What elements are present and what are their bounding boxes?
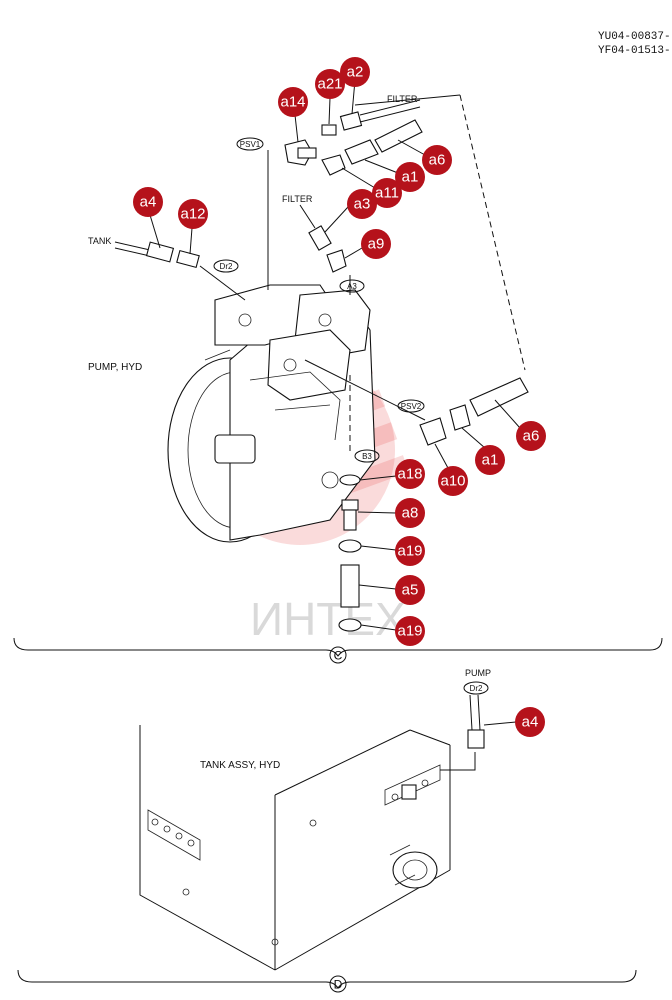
fitting-a2 [339, 99, 421, 131]
badge-a2: a2 [340, 57, 370, 115]
svg-text:a9: a9 [368, 236, 385, 253]
badge-a4-bottom: a4 [483, 707, 545, 737]
label-tank: TANK [88, 236, 111, 246]
clamp-a19-bottom [338, 618, 362, 632]
pump-body [167, 284, 376, 543]
badge-a6-right: a6 [494, 399, 546, 451]
fitting-a12 [176, 249, 200, 269]
svg-text:a12: a12 [180, 206, 205, 223]
section-c-marker [329, 646, 347, 664]
watermark-text: ИНТЕХ [250, 593, 406, 645]
svg-text:a11: a11 [375, 185, 399, 202]
pump-title: PUMP, HYD [88, 362, 142, 373]
badge-a11: a11 [341, 167, 402, 208]
badge-a19-bottom: a19 [360, 616, 425, 646]
hose-a5 [340, 564, 360, 608]
fitting-a11 [321, 154, 346, 176]
label-pump: PUMP [465, 668, 491, 678]
svg-text:a1: a1 [482, 452, 499, 469]
badge-a4-top: a4 [133, 187, 163, 249]
badge-a5: a5 [358, 575, 425, 605]
section-d-marker [329, 975, 347, 993]
dr2-tag [213, 259, 239, 273]
svg-text:a8: a8 [402, 505, 419, 522]
tank-title: TANK ASSY, HYD [200, 760, 280, 771]
psv2-leader [304, 359, 426, 421]
svg-text:a3: a3 [354, 196, 371, 213]
fitting-a14 [284, 139, 317, 166]
oring-a18 [339, 474, 361, 486]
ref-code-2: YF04-01513- [598, 45, 671, 57]
hose-a6-top [344, 119, 423, 165]
label-filter-top: FILTER [387, 94, 418, 104]
a3-tag [339, 279, 365, 293]
badge-a14: a14 [278, 87, 308, 143]
tank-body [139, 725, 451, 971]
fitting-a21 [321, 124, 337, 136]
ref-code-1: YU04-00837- [598, 31, 671, 43]
badge-a8: a8 [357, 498, 425, 528]
svg-text:a4: a4 [522, 714, 539, 731]
badge-a10: a10 [434, 443, 468, 496]
badge-a1-top: a1 [364, 159, 425, 192]
fitting-a10 [419, 417, 447, 446]
fitting-a9 [326, 249, 347, 273]
fitting-a4-tank-d [467, 694, 485, 749]
clamp-a19-top [338, 539, 362, 553]
badge-a3: a3 [324, 189, 377, 233]
svg-text:a10: a10 [440, 473, 465, 490]
dr2-leader [199, 265, 246, 301]
svg-text:a19: a19 [397, 623, 422, 640]
svg-text:a19: a19 [397, 543, 422, 560]
hose-leader-right [459, 94, 526, 371]
label-b3: B3 [362, 452, 372, 461]
psv1-tag [236, 137, 264, 151]
svg-text:a5: a5 [402, 582, 419, 599]
fitting-a8 [341, 499, 359, 531]
badge-a9: a9 [344, 229, 391, 259]
badge-a21: a21 [315, 69, 345, 125]
label-filter-mid: FILTER [282, 194, 313, 204]
svg-text:a2: a2 [347, 64, 364, 81]
badge-a18: a18 [359, 459, 425, 489]
section-d-label: D [334, 978, 343, 992]
label-dr2-d: Dr2 [470, 684, 483, 693]
section-d-brace [17, 969, 637, 989]
svg-text:a14: a14 [280, 94, 305, 111]
label-a3: A3 [347, 282, 357, 291]
hose-a6-right [449, 377, 529, 431]
label-psv1: PSV1 [240, 140, 261, 149]
svg-text:a4: a4 [140, 194, 157, 211]
dr2-tag-d [463, 681, 489, 695]
filter-leader [354, 94, 461, 106]
badge-a6-top: a6 [397, 139, 452, 175]
drain-leader [440, 752, 476, 771]
psv2-tag [397, 399, 425, 413]
fitting-a4-tank [114, 241, 175, 263]
svg-text:a21: a21 [317, 76, 342, 93]
badge-a19-top: a19 [360, 536, 425, 566]
label-psv2: PSV2 [401, 402, 422, 411]
b3-tag [354, 449, 380, 463]
label-dr2: Dr2 [220, 262, 233, 271]
fitting-a3 [299, 204, 332, 251]
svg-text:a1: a1 [402, 169, 419, 186]
badge-a1-right: a1 [461, 427, 505, 475]
svg-text:a18: a18 [397, 466, 422, 483]
section-c-label: C [334, 649, 343, 663]
badge-a12: a12 [178, 199, 208, 255]
svg-text:a6: a6 [429, 152, 446, 169]
svg-text:a6: a6 [523, 428, 540, 445]
section-c-brace [13, 637, 663, 657]
